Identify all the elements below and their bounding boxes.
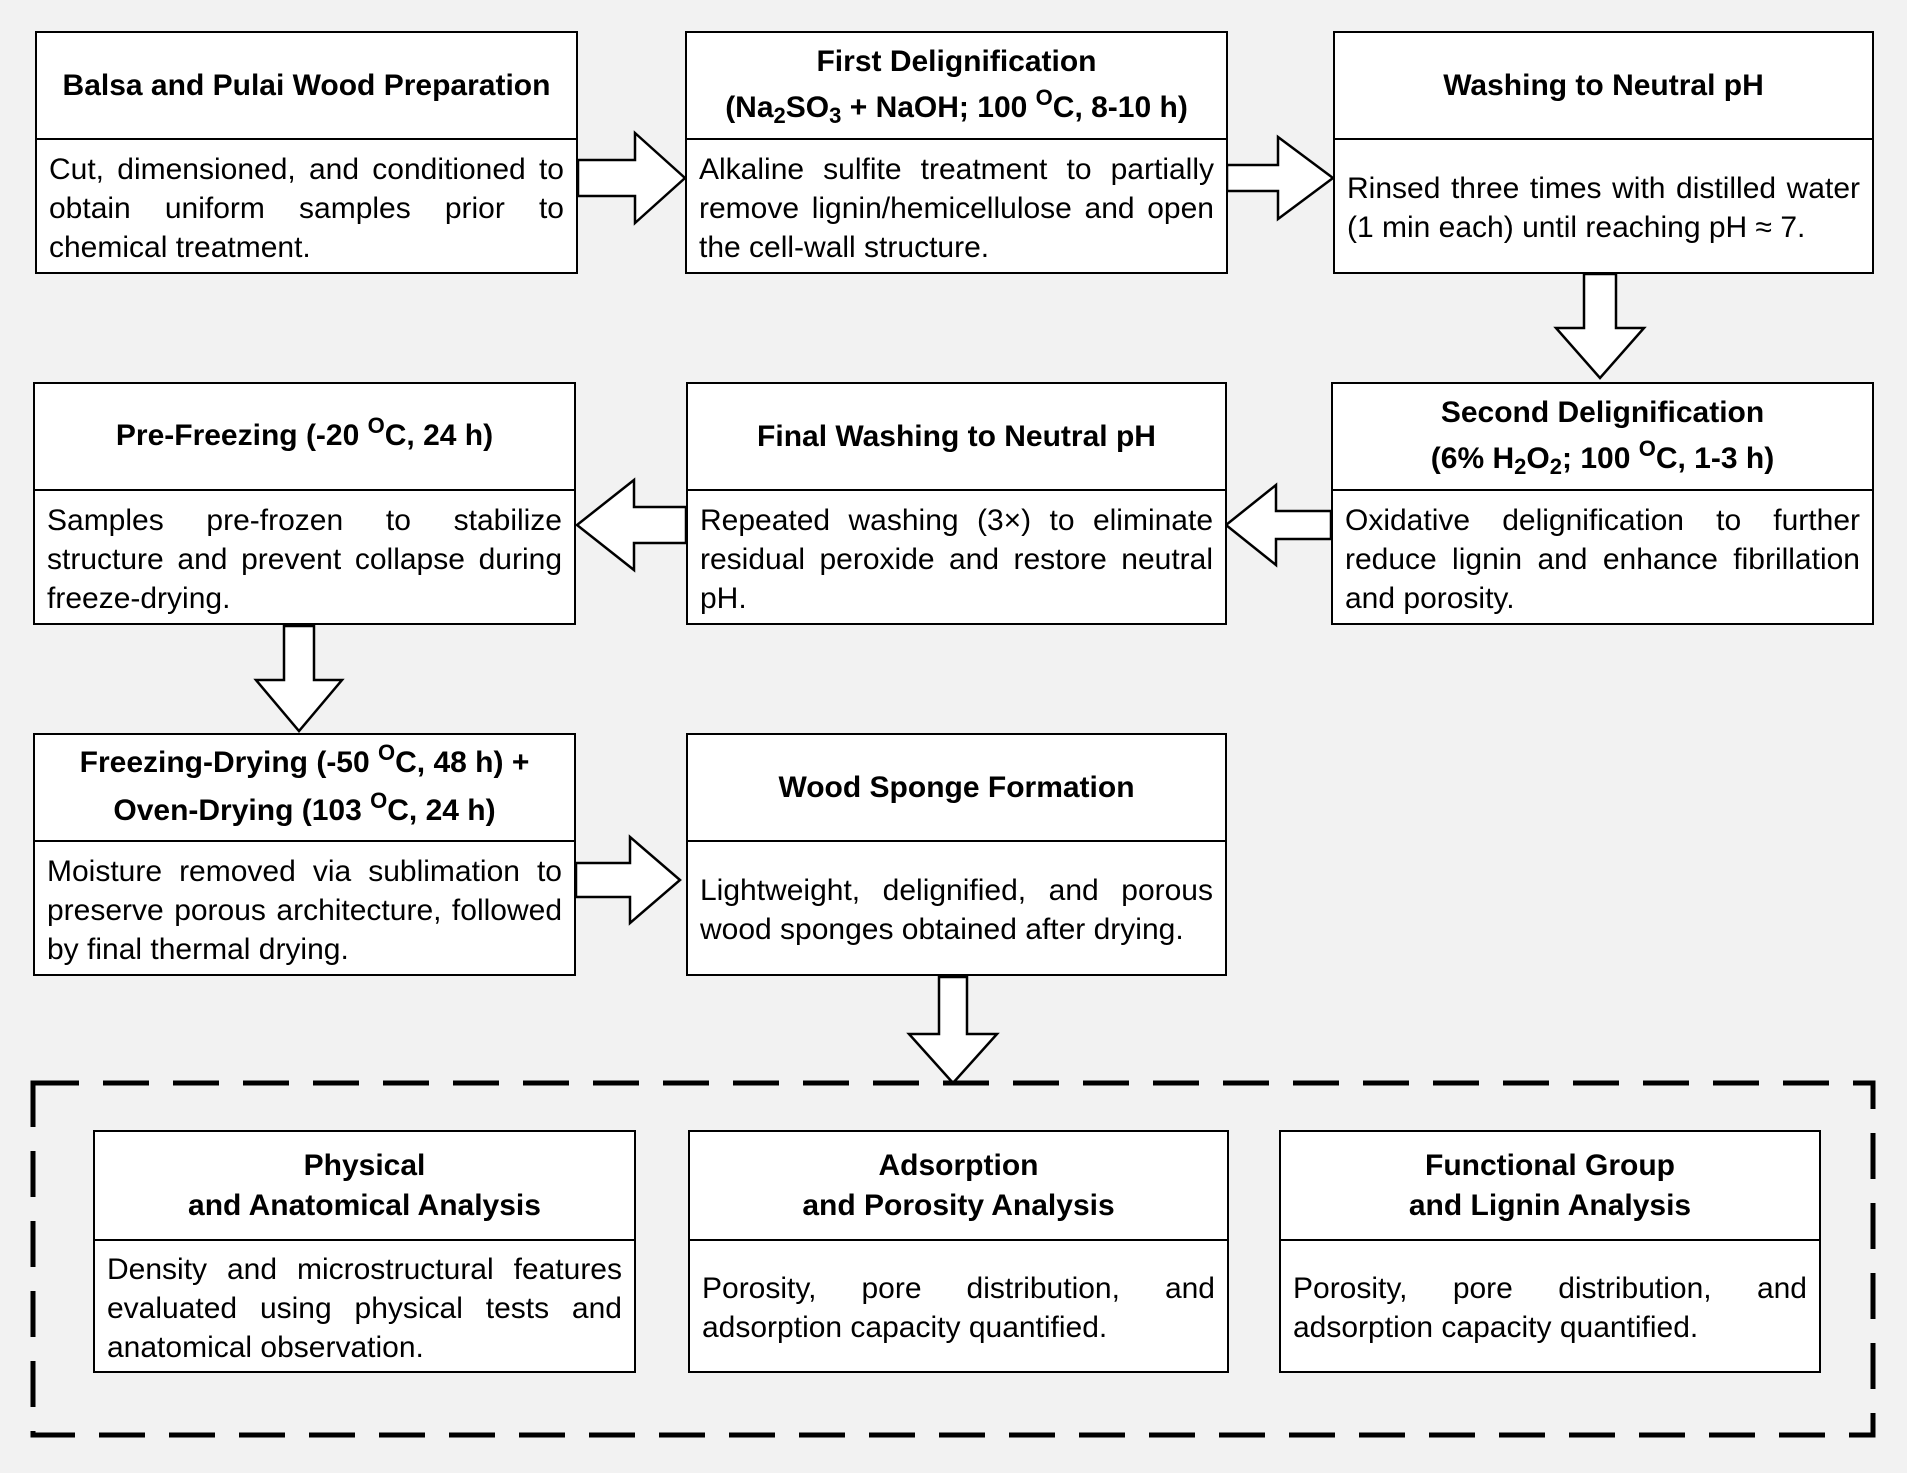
step-pre-freezing: Pre-Freezing (-20 OC, 24 h) Samples pre-…: [33, 382, 576, 625]
step-wood-preparation: Balsa and Pulai Wood Preparation Cut, di…: [35, 31, 578, 274]
analysis-title: Physical and Anatomical Analysis: [95, 1132, 634, 1241]
analysis-title: Adsorption and Porosity Analysis: [690, 1132, 1227, 1241]
step-title-line: Oven-Drying (103 OC, 24 h): [113, 787, 496, 827]
step-title: Washing to Neutral pH: [1335, 33, 1872, 140]
analysis-description: Porosity, pore distribution, and adsorpt…: [702, 1272, 1215, 1344]
arrow-down: [906, 975, 1000, 1085]
step-description: Lightweight, delignified, and porous woo…: [700, 874, 1213, 946]
arrow-left: [574, 477, 688, 573]
arrow-down: [1553, 272, 1647, 380]
analysis-group-frame: [30, 1080, 1876, 1438]
step-description: Alkaline sulfite treatment to partially …: [699, 152, 1214, 264]
arrow-right: [574, 834, 682, 926]
step-title: Wood Sponge Formation: [688, 735, 1225, 842]
step-first-delignification: First Delignification (Na2SO3 + NaOH; 10…: [685, 31, 1228, 274]
step-title: First Delignification (Na2SO3 + NaOH; 10…: [687, 33, 1226, 140]
step-second-delignification: Second Delignification (6% H2O2; 100 OC,…: [1331, 382, 1874, 625]
step-final-washing: Final Washing to Neutral pH Repeated was…: [686, 382, 1227, 625]
step-description: Samples pre-frozen to stabilize structur…: [47, 503, 562, 615]
step-freeze-drying: Freezing-Drying (-50 OC, 48 h) + Oven-Dr…: [33, 733, 576, 976]
step-title: Freezing-Drying (-50 OC, 48 h) + Oven-Dr…: [35, 735, 574, 842]
step-title: Balsa and Pulai Wood Preparation: [37, 33, 576, 140]
arrow-right: [1225, 134, 1336, 222]
analysis-physical-anatomical: Physical and Anatomical Analysis Density…: [93, 1130, 636, 1373]
analysis-adsorption-porosity: Adsorption and Porosity Analysis Porosit…: [688, 1130, 1229, 1373]
step-washing: Washing to Neutral pH Rinsed three times…: [1333, 31, 1874, 274]
step-description: Repeated washing (3×) to eliminate resid…: [700, 503, 1213, 615]
analysis-description: Porosity, pore distribution, and adsorpt…: [1293, 1272, 1807, 1344]
step-title: Final Washing to Neutral pH: [688, 384, 1225, 491]
arrow-left: [1223, 482, 1333, 568]
step-title: Second Delignification (6% H2O2; 100 OC,…: [1333, 384, 1872, 491]
step-description: Moisture removed via sublimation to pres…: [47, 854, 562, 966]
arrow-down: [253, 624, 345, 733]
analysis-title: Functional Group and Lignin Analysis: [1281, 1132, 1819, 1241]
step-conditions: (Na2SO3 + NaOH; 100 OC, 8-10 h): [725, 84, 1188, 128]
step-wood-sponge-formation: Wood Sponge Formation Lightweight, delig…: [686, 733, 1227, 976]
step-description: Oxidative delignification to further red…: [1345, 503, 1860, 615]
step-title: Pre-Freezing (-20 OC, 24 h): [35, 384, 574, 491]
step-description: Cut, dimensioned, and conditioned to obt…: [49, 152, 564, 264]
step-title-line: Freezing-Drying (-50 OC, 48 h) +: [79, 739, 530, 779]
analysis-functional-group-lignin: Functional Group and Lignin Analysis Por…: [1279, 1130, 1821, 1373]
analysis-description: Density and microstructural features eva…: [107, 1252, 622, 1364]
step-description: Rinsed three times with distilled water …: [1347, 172, 1860, 244]
step-conditions: (6% H2O2; 100 OC, 1-3 h): [1430, 435, 1775, 479]
step-title-text: Pre-Freezing (-20 OC, 24 h): [115, 412, 494, 452]
arrow-right: [576, 130, 687, 226]
